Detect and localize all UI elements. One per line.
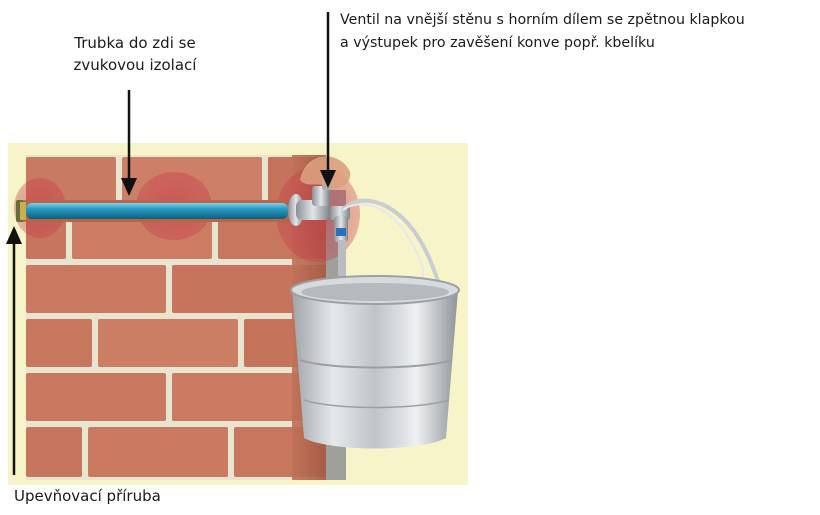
label-pipe-line2: zvukovou izolací [73,56,197,74]
label-pipe-line1: Trubka do zdi se [74,34,196,52]
bucket [290,275,460,449]
label-pipe: Trubka do zdi se zvukovou izolací [0,32,270,76]
arrow-pipe [121,90,137,196]
arrow-flange [6,226,22,475]
mounting-flange [16,200,26,222]
label-valve-line1: Ventil na vnější stěnu s horním dílem se… [340,12,745,28]
label-valve: Ventil na vnější stěnu s horním dílem se… [340,9,818,55]
insulated-pipe [22,200,292,222]
arrow-valve [320,12,336,188]
label-valve-line2: a výstupek pro zavěšení konve popř. kbel… [340,35,655,51]
label-flange: Upevňovací příruba [14,487,161,505]
